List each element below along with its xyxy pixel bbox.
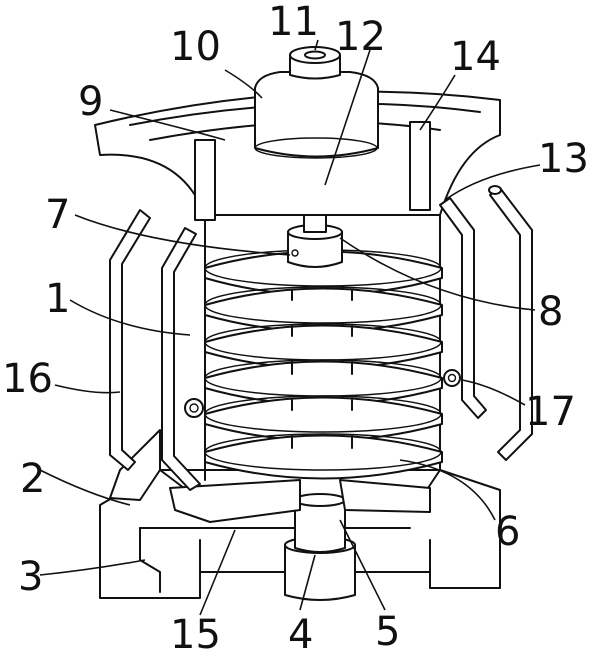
disc-stack bbox=[204, 249, 443, 480]
label-13: 13 bbox=[538, 136, 589, 182]
label-11: 11 bbox=[268, 0, 319, 45]
shaft-collar bbox=[287, 224, 343, 268]
label-5: 5 bbox=[375, 609, 400, 655]
bracket bbox=[169, 479, 431, 523]
label-2: 2 bbox=[20, 456, 45, 502]
motor bbox=[254, 46, 379, 159]
side-bolts bbox=[184, 369, 461, 418]
bottom-hub bbox=[284, 493, 356, 601]
label-17: 17 bbox=[525, 389, 576, 435]
part-labels: 1 2 3 4 5 6 7 8 9 10 11 12 13 14 15 16 1… bbox=[2, 0, 589, 658]
label-7: 7 bbox=[45, 192, 70, 238]
label-9: 9 bbox=[78, 79, 103, 125]
label-1: 1 bbox=[45, 276, 70, 322]
label-3: 3 bbox=[18, 554, 43, 600]
label-12: 12 bbox=[335, 14, 386, 60]
leader-lines bbox=[39, 39, 541, 616]
label-6: 6 bbox=[495, 509, 520, 555]
label-10: 10 bbox=[170, 24, 221, 70]
label-8: 8 bbox=[538, 289, 563, 335]
label-4: 4 bbox=[288, 612, 313, 658]
label-16: 16 bbox=[2, 356, 53, 402]
right-tube bbox=[439, 185, 533, 461]
label-14: 14 bbox=[450, 34, 501, 80]
label-15: 15 bbox=[170, 612, 221, 658]
